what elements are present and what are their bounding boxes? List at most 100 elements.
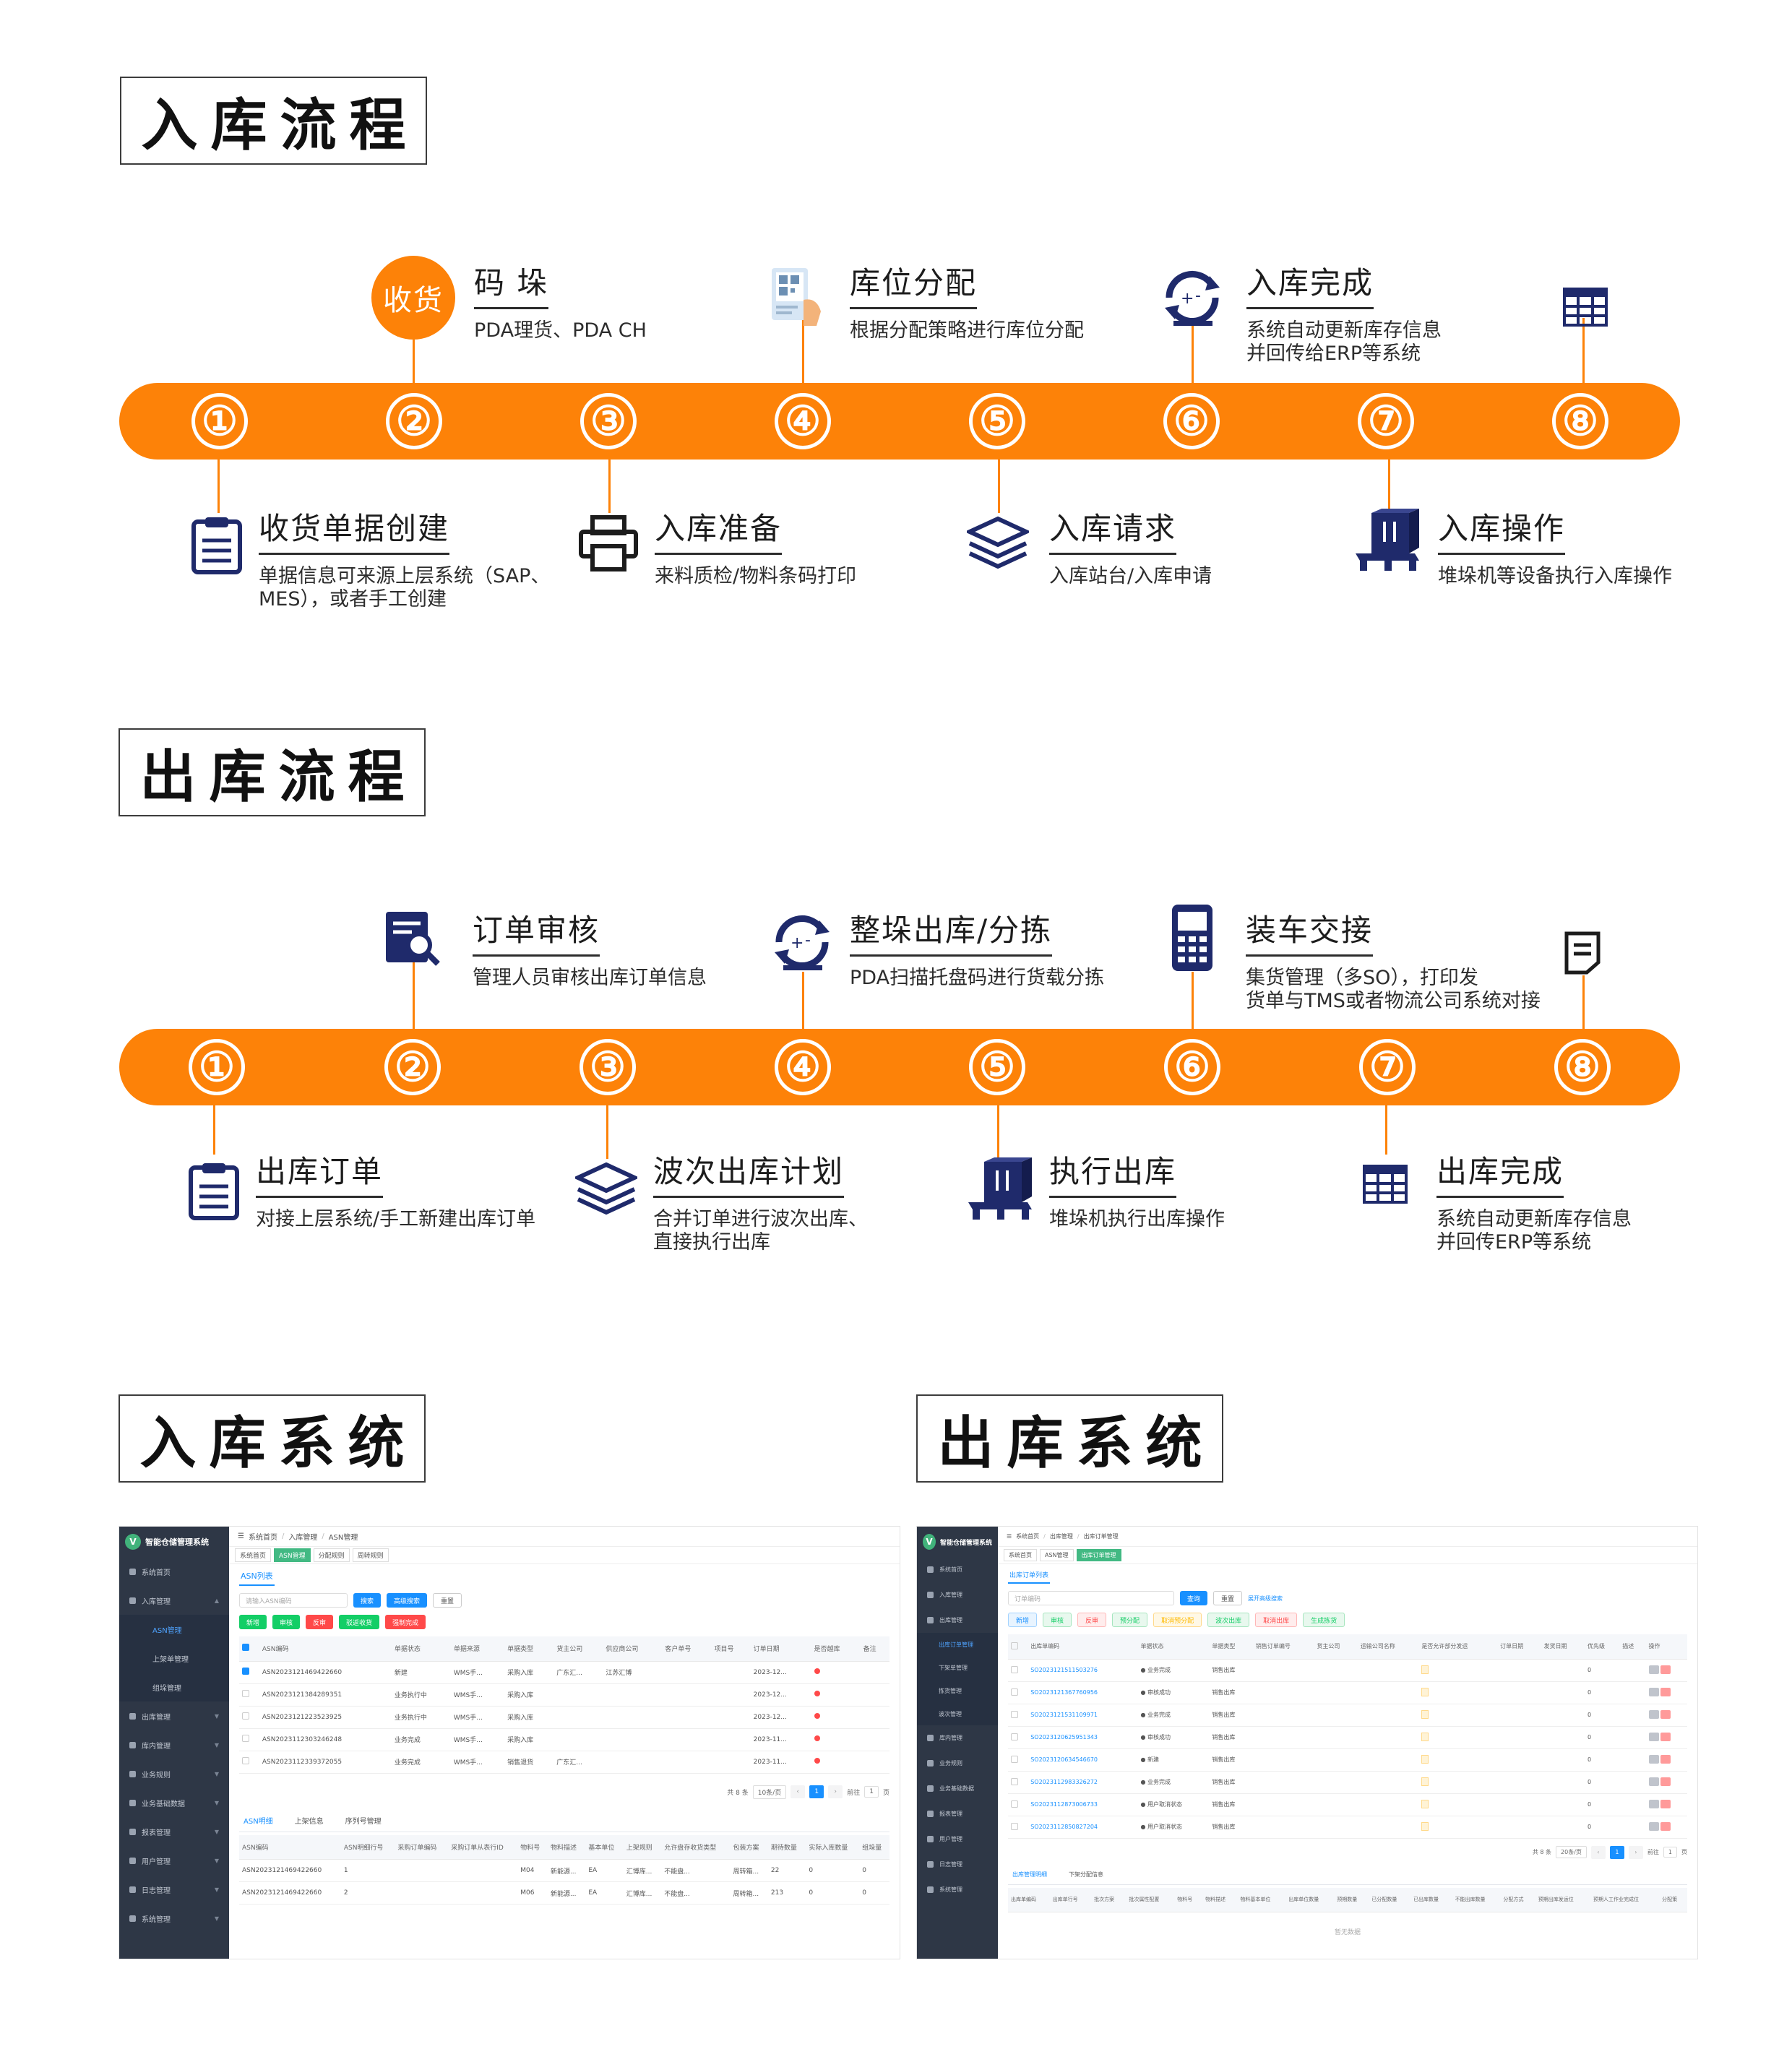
menu-item[interactable]: 日志管理 bbox=[917, 1852, 998, 1877]
reset-button[interactable]: 重置 bbox=[1213, 1591, 1243, 1605]
menu-item-asn[interactable]: ASN管理 bbox=[119, 1615, 229, 1644]
row-checkbox[interactable] bbox=[1011, 1710, 1018, 1718]
row-checkbox[interactable] bbox=[1011, 1688, 1018, 1696]
search-input[interactable]: 订单编码 bbox=[1008, 1591, 1174, 1605]
menu-item[interactable]: 业务规则 bbox=[917, 1751, 998, 1776]
edit-icon[interactable] bbox=[1648, 1777, 1659, 1786]
breadcrumb-item[interactable]: 系统首页 bbox=[248, 1534, 277, 1542]
goto-page-input[interactable]: 1 bbox=[864, 1786, 879, 1798]
menu-item[interactable]: 组垛管理 bbox=[119, 1673, 229, 1701]
row-checkbox[interactable] bbox=[242, 1712, 249, 1720]
menu-toggle-icon[interactable]: ☰ bbox=[1007, 1533, 1012, 1540]
menu-item[interactable]: 报表管理 bbox=[917, 1801, 998, 1826]
tab-active[interactable]: 出库订单管理 bbox=[1076, 1549, 1121, 1561]
reverse-audit-button[interactable]: 反审 bbox=[306, 1615, 334, 1629]
tab-outbound-detail[interactable]: 出库管理明细 bbox=[1012, 1871, 1047, 1878]
delete-icon[interactable] bbox=[1660, 1799, 1671, 1808]
row-checkbox[interactable] bbox=[1011, 1733, 1018, 1740]
tab-serial-number[interactable]: 序列号管理 bbox=[345, 1817, 382, 1826]
row-checkbox[interactable] bbox=[242, 1735, 249, 1742]
edit-icon[interactable] bbox=[1648, 1687, 1659, 1696]
menu-item[interactable]: 日志管理▼ bbox=[119, 1875, 229, 1904]
delete-icon[interactable] bbox=[1660, 1821, 1671, 1831]
order-code-link[interactable]: SO2023112850827204 bbox=[1028, 1816, 1138, 1839]
order-code-link[interactable]: SO2023112873006733 bbox=[1028, 1793, 1138, 1816]
force-complete-button[interactable]: 强制完成 bbox=[385, 1615, 426, 1629]
menu-item[interactable]: 出库管理 bbox=[917, 1608, 998, 1633]
order-code-link[interactable]: SO2023120625951343 bbox=[1028, 1726, 1138, 1749]
advanced-search-button[interactable]: 高级搜索 bbox=[387, 1593, 428, 1608]
tab[interactable]: ASN管理 bbox=[1040, 1549, 1074, 1561]
prev-page-button[interactable]: ‹ bbox=[1590, 1845, 1606, 1859]
menu-toggle-icon[interactable]: ☰ bbox=[238, 1532, 244, 1540]
delete-icon[interactable] bbox=[1660, 1709, 1671, 1719]
order-code-link[interactable]: SO2023120634546670 bbox=[1028, 1748, 1138, 1772]
edit-icon[interactable] bbox=[1648, 1709, 1659, 1719]
add-button[interactable]: 新增 bbox=[239, 1615, 267, 1629]
pre-allocate-button[interactable]: 预分配 bbox=[1112, 1613, 1148, 1627]
tab-asn-detail[interactable]: ASN明细 bbox=[244, 1817, 273, 1826]
breadcrumb-item[interactable]: 出库管理 bbox=[1049, 1533, 1073, 1540]
page-button[interactable]: 1 bbox=[809, 1785, 824, 1798]
edit-icon[interactable] bbox=[1648, 1754, 1659, 1764]
delete-icon[interactable] bbox=[1660, 1665, 1671, 1674]
edit-icon[interactable] bbox=[1648, 1732, 1659, 1741]
menu-item[interactable]: 用户管理 bbox=[917, 1826, 998, 1852]
menu-item[interactable]: 系统管理▼ bbox=[119, 1904, 229, 1933]
menu-item[interactable]: 系统首页 bbox=[119, 1557, 229, 1586]
tab[interactable]: 分配规则 bbox=[313, 1548, 350, 1562]
edit-icon[interactable] bbox=[1648, 1665, 1659, 1674]
delete-icon[interactable] bbox=[1660, 1687, 1671, 1696]
menu-item[interactable]: 报表管理▼ bbox=[119, 1817, 229, 1846]
goto-page-input[interactable]: 1 bbox=[1663, 1847, 1677, 1858]
menu-item[interactable]: 库内管理 bbox=[917, 1725, 998, 1751]
row-checkbox[interactable] bbox=[1011, 1822, 1018, 1830]
delete-icon[interactable] bbox=[1660, 1732, 1671, 1741]
audit-button[interactable]: 审核 bbox=[1043, 1613, 1072, 1627]
audit-button[interactable]: 审核 bbox=[272, 1615, 301, 1629]
edit-icon[interactable] bbox=[1648, 1799, 1659, 1808]
menu-item[interactable]: 下架单管理 bbox=[917, 1656, 998, 1679]
menu-item[interactable]: 上架单管理 bbox=[119, 1644, 229, 1673]
menu-item[interactable]: 系统管理 bbox=[917, 1877, 998, 1902]
search-input[interactable]: 请输入ASN编码 bbox=[239, 1593, 348, 1608]
reverse-audit-button[interactable]: 反审 bbox=[1077, 1613, 1107, 1627]
tab-allocation-info[interactable]: 下架分配信息 bbox=[1069, 1871, 1103, 1878]
order-code-link[interactable]: SO2023112983326272 bbox=[1028, 1771, 1138, 1794]
select-all-checkbox[interactable] bbox=[239, 1636, 259, 1662]
menu-item[interactable]: 业务基础数据▼ bbox=[119, 1788, 229, 1817]
page-button[interactable]: 1 bbox=[1609, 1845, 1624, 1859]
row-checkbox[interactable] bbox=[1011, 1800, 1018, 1808]
tab[interactable]: 系统首页 bbox=[1004, 1549, 1037, 1561]
cancel-allocate-button[interactable]: 取消预分配 bbox=[1153, 1613, 1202, 1627]
row-checkbox[interactable] bbox=[242, 1690, 249, 1697]
menu-item[interactable]: 入库管理▲ bbox=[119, 1586, 229, 1615]
breadcrumb-item[interactable]: 入库管理 bbox=[288, 1534, 318, 1542]
row-checkbox[interactable] bbox=[1011, 1777, 1018, 1785]
order-code-link[interactable]: SO2023121367760956 bbox=[1028, 1681, 1138, 1704]
tab-putaway-info[interactable]: 上架信息 bbox=[294, 1817, 324, 1826]
menu-item[interactable]: 业务基础数据 bbox=[917, 1776, 998, 1801]
menu-item[interactable]: 出库管理▼ bbox=[119, 1701, 229, 1730]
menu-item[interactable]: 波次管理 bbox=[917, 1702, 998, 1725]
breadcrumb-item[interactable]: 系统首页 bbox=[1016, 1533, 1040, 1540]
add-button[interactable]: 新增 bbox=[1008, 1613, 1038, 1627]
page-size-select[interactable]: 20条/页 bbox=[1556, 1846, 1587, 1858]
menu-item[interactable]: 系统首页 bbox=[917, 1557, 998, 1582]
page-size-select[interactable]: 10条/页 bbox=[752, 1785, 787, 1799]
edit-icon[interactable] bbox=[1648, 1821, 1659, 1831]
return-receipt-button[interactable]: 驳返收货 bbox=[339, 1615, 380, 1629]
